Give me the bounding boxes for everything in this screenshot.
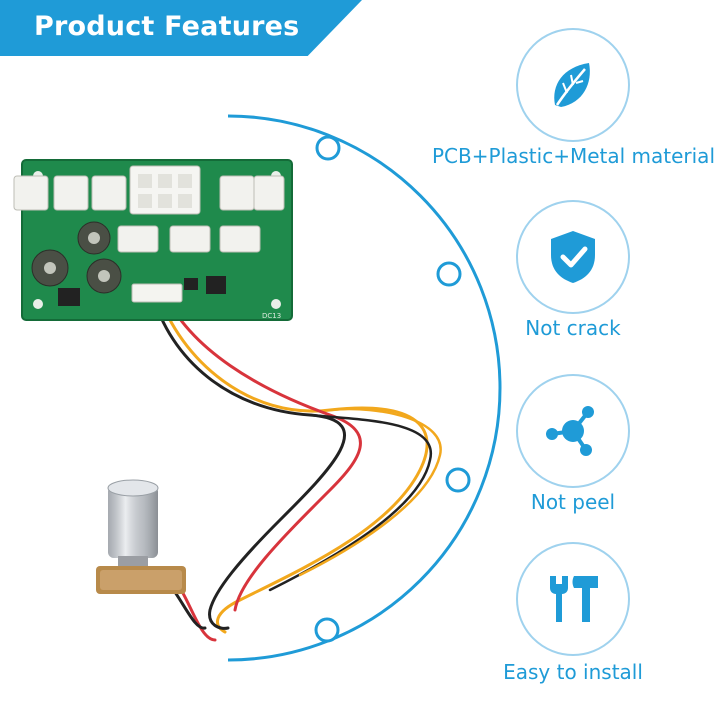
feature-icon-circle-material: [516, 28, 630, 142]
feature-label-peel: Not peel: [530, 490, 616, 514]
leaf-icon: [554, 63, 590, 107]
feature-label-install: Easy to install: [503, 660, 643, 684]
molecule-icon: [546, 406, 594, 456]
feature-label-crack: Not crack: [525, 316, 621, 340]
tools-icon: [550, 576, 598, 622]
board-marking: DC13: [262, 312, 281, 320]
feature-label-material: PCB+Plastic+Metal material: [432, 144, 715, 168]
feature-icon-circle-peel: [516, 374, 630, 488]
arc-node: [315, 135, 341, 161]
feature-icon-circle-crack: [516, 200, 630, 314]
title-banner: [0, 0, 362, 56]
potentiometer: [96, 479, 186, 594]
pcb-board: DC13: [13, 159, 293, 321]
arc-node: [314, 617, 340, 643]
arc-node: [436, 261, 462, 287]
shield-check-icon: [551, 231, 595, 283]
arc-node: [445, 467, 471, 493]
feature-icon-circle-install: [516, 542, 630, 656]
cable-bundle: [150, 290, 442, 642]
banner-title: Product Features: [34, 11, 300, 42]
